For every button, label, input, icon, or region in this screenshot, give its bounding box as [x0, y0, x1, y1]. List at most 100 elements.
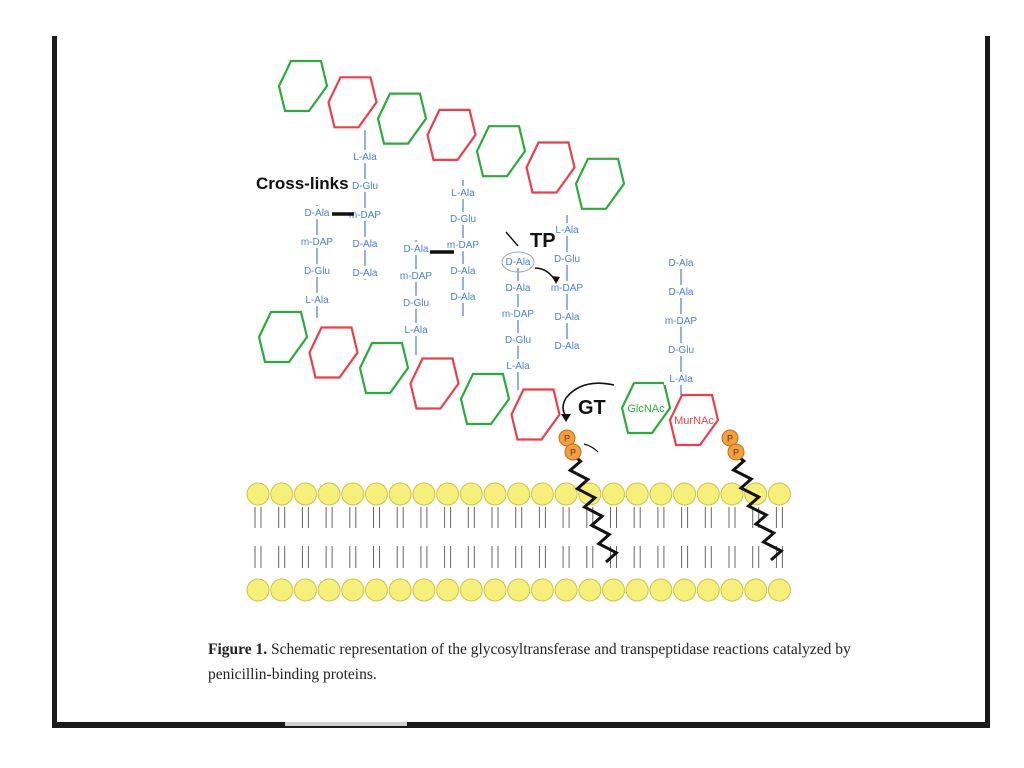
lipid-head-inner [602, 578, 625, 602]
lipid-head-inner [507, 578, 531, 602]
tp-reacting-residue-circle [501, 251, 535, 273]
residue-bg [501, 307, 535, 320]
residue-bg [348, 266, 382, 279]
phospholipid [602, 482, 625, 602]
phosphate-letter: P [727, 434, 733, 444]
phosphate-letter: P [570, 448, 576, 458]
lipid-head-inner [317, 578, 341, 602]
residue-bg [399, 242, 433, 255]
gt-arrow-arc [562, 382, 615, 417]
murnac-sugar [308, 326, 359, 379]
phospholipid [554, 482, 578, 602]
phospholipid [436, 482, 460, 602]
amino-acid-residue: D-Ala [403, 244, 428, 255]
amino-acid-residue: D-Glu [668, 345, 694, 356]
amino-acid-residue: D-Ala [668, 287, 693, 298]
caption-text: Schematic representation of the glycosyl… [208, 641, 851, 683]
slide-bottom-bar [52, 722, 990, 728]
lipid-head-inner [720, 578, 744, 602]
lipid-head-inner [625, 578, 649, 602]
lipid-head-outer [673, 482, 697, 506]
phospholipid [767, 482, 791, 602]
murnac-monomer [668, 393, 720, 447]
diagram-labels: Cross-links TP GT [256, 174, 606, 419]
residue-bg [300, 293, 334, 306]
residue-bg [664, 343, 698, 356]
murnac-sugar [327, 76, 378, 129]
phosphate-group [564, 443, 582, 461]
lipid-head-outer [507, 482, 531, 506]
residue-bg [300, 235, 334, 248]
lipid-head-inner [554, 578, 578, 602]
amino-acid-residue: D-Ala [505, 283, 530, 294]
phospholipid [696, 482, 720, 602]
phospholipid [293, 482, 317, 602]
residue-bg [550, 310, 584, 323]
amino-acid-residue: L-Ala [555, 225, 579, 236]
lipid-head-outer [459, 482, 483, 506]
residue-bg [550, 223, 584, 236]
amino-acid-residue: D-Ala [304, 208, 329, 219]
lipid-head-inner [270, 578, 294, 602]
lipid-head-inner [673, 578, 697, 602]
murnac-text: MurNAc [674, 415, 714, 427]
lipid-head-outer [436, 482, 460, 506]
amino-acid-residue: D-Glu [554, 254, 580, 265]
figure-caption: Figure 1. Schematic representation of th… [208, 637, 908, 687]
lipid-head-inner [341, 578, 365, 602]
caption-label: Figure 1. [208, 641, 268, 658]
bactoprenol-chain [730, 450, 784, 562]
residue-bg [501, 255, 535, 268]
bactoprenol-anchor-growing-chain: PP [558, 429, 620, 564]
bactoprenol-anchor-lipid-ii: PP [721, 429, 784, 562]
amino-acid-residue: L-Ala [305, 295, 329, 306]
residue-bg [446, 212, 480, 225]
lipid-head-outer [696, 482, 720, 506]
phospholipid [625, 482, 649, 602]
murnac-sugar [525, 141, 576, 194]
phospholipid [530, 482, 554, 602]
residue-bg [664, 314, 698, 327]
amino-acid-residue: D-Ala [450, 292, 475, 303]
amino-acid-residue: D-Ala [352, 239, 377, 250]
glcnac-text: GlcNAc [627, 403, 665, 415]
residue-bg [501, 333, 535, 346]
gt-label: GT [578, 397, 606, 419]
lipid-head-inner [412, 578, 436, 602]
residue-bg [664, 285, 698, 298]
lipid-head-outer [767, 482, 791, 506]
residue-bg [446, 264, 480, 277]
scrollbar-thumb[interactable] [285, 722, 407, 726]
tp-arrow-head [552, 276, 560, 284]
lipid-head-outer [483, 482, 507, 506]
amino-acid-residue: L-Ala [404, 325, 428, 336]
residue-bg [300, 206, 334, 219]
phospholipid [649, 482, 673, 602]
lipid-head-inner [696, 578, 720, 602]
amino-acid-residue: m-DAP [551, 283, 584, 294]
residue-bg [399, 269, 433, 282]
lipid-head-outer [341, 482, 365, 506]
residue-bg [348, 237, 382, 250]
peptide-stems: L-AlaD-Glum-DAPD-AlaD-AlaD-Alam-DAPD-Glu… [300, 130, 698, 453]
lipid-head-inner [767, 578, 791, 602]
residue-bg [550, 339, 584, 352]
amino-acid-residue: m-DAP [349, 210, 382, 221]
phospholipid [459, 482, 483, 602]
residue-bg [446, 238, 480, 251]
lipid-head-outer [246, 482, 270, 506]
glcnac-sugar [475, 125, 527, 178]
residue-bg [664, 372, 698, 385]
phosphate-group [727, 443, 745, 461]
lipid-head-outer [602, 482, 625, 506]
lipid-head-inner [293, 578, 317, 602]
lipid-head-inner [365, 578, 388, 602]
amino-acid-residue: m-DAP [665, 316, 698, 327]
